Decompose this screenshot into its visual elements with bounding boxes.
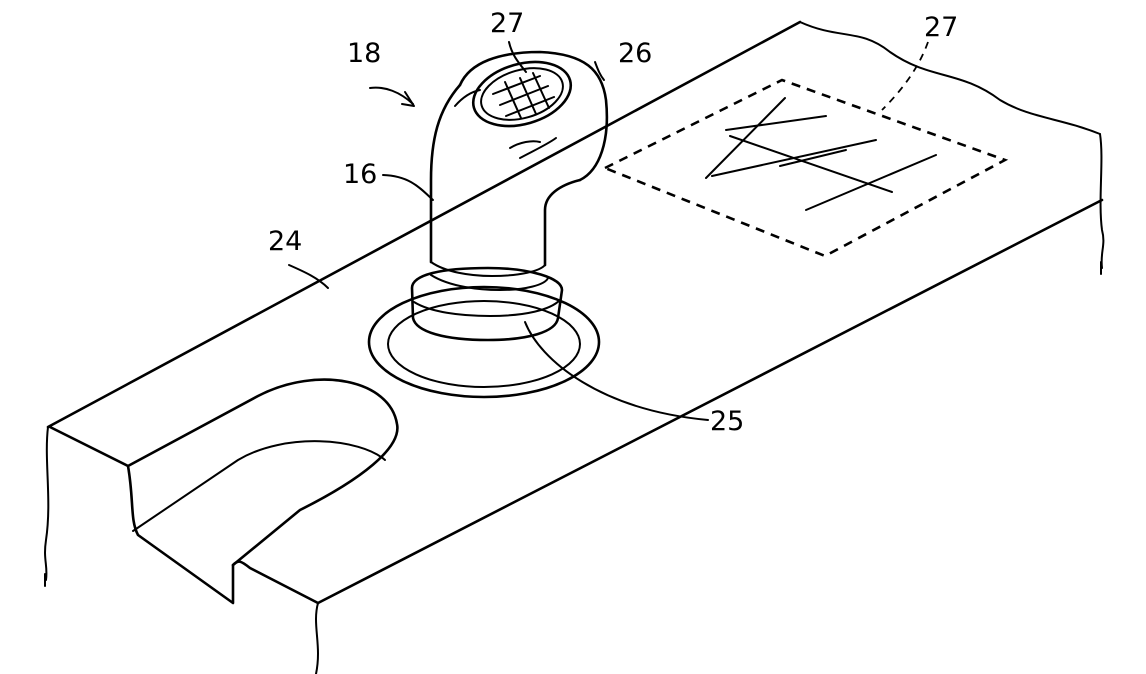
ref-label-26: 26 (618, 38, 652, 69)
shift-knob-26 (454, 50, 609, 182)
ref-label-16: 16 (343, 159, 377, 190)
shift-boot-25 (367, 266, 601, 399)
console-body (44, 20, 1105, 674)
shift-lever-16 (429, 83, 582, 291)
ref-label-27-panel: 27 (924, 12, 958, 43)
leader-lines (288, 41, 929, 421)
ref-label-25: 25 (710, 406, 744, 437)
shift-pattern-panel-27 (601, 78, 1009, 258)
ref-label-24: 24 (268, 226, 302, 257)
knob-shift-pattern (492, 72, 555, 119)
ref-label-27-knob: 27 (490, 8, 524, 39)
cup-holder-recess (126, 378, 399, 567)
ref-label-18: 18 (347, 38, 381, 69)
